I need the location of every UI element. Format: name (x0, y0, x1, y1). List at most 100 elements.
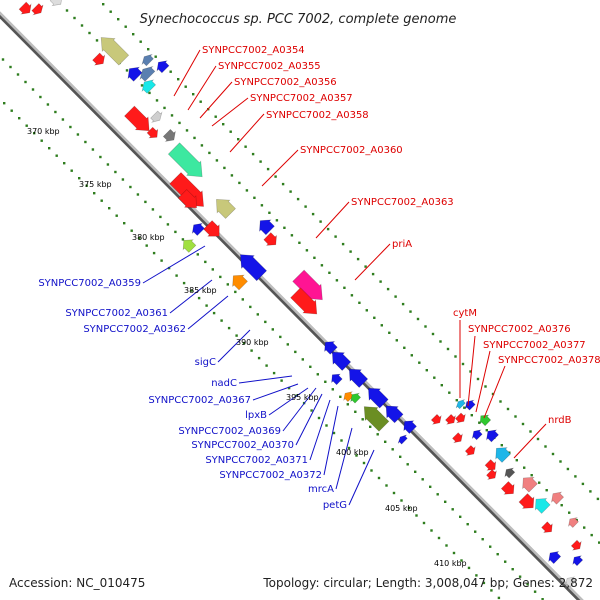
gene-label-a0363[interactable]: SYNPCC7002_A0363 (351, 197, 454, 208)
gene-feature-arrow[interactable] (259, 219, 275, 236)
gene-feature-arrow[interactable] (127, 66, 143, 82)
gene-feature-arrow[interactable] (486, 469, 497, 480)
gene-feature-arrow[interactable] (385, 405, 404, 424)
gene-feature-arrow[interactable] (240, 254, 268, 282)
gene-feature-arrow[interactable] (570, 539, 582, 551)
gene-feature-arrow[interactable] (551, 491, 565, 505)
gene-feature-arrow[interactable] (464, 399, 476, 411)
gene-label-a0376[interactable]: SYNPCC7002_A0376 (468, 324, 571, 335)
track-tick (343, 286, 346, 289)
track-tick (506, 407, 510, 411)
gene-feature-arrow[interactable] (150, 110, 163, 123)
gene-feature-arrow[interactable] (324, 341, 338, 355)
gene-label-a0378[interactable]: SYNPCC7002_A0378 (498, 355, 600, 366)
gene-feature-arrow[interactable] (139, 65, 156, 82)
gene-feature-arrow[interactable] (452, 432, 463, 444)
gene-feature-arrow[interactable] (146, 126, 159, 139)
gene-feature-arrow[interactable] (568, 517, 579, 528)
gene-feature-arrow[interactable] (162, 128, 176, 142)
gene-label-a0367[interactable]: SYNPCC7002_A0367 (148, 395, 251, 406)
gene-feature-arrow[interactable] (177, 189, 197, 209)
gene-feature-arrow[interactable] (141, 53, 154, 67)
gene-label-a0372[interactable]: SYNPCC7002_A0372 (219, 470, 322, 481)
gene-feature-arrow[interactable] (397, 434, 408, 445)
gene-feature-arrow[interactable] (518, 493, 535, 509)
gene-feature-arrow[interactable] (455, 399, 466, 410)
gene-feature-arrow[interactable] (263, 232, 277, 246)
gene-feature-arrow[interactable] (486, 429, 499, 443)
gene-label-a0362[interactable]: SYNPCC7002_A0362 (83, 324, 186, 335)
gene-feature-arrow[interactable] (479, 414, 492, 427)
gene-label-nadc[interactable]: nadC (211, 378, 237, 389)
gene-label-petg[interactable]: petG (323, 500, 347, 511)
gene-feature-arrow[interactable] (216, 199, 236, 219)
gene-label-a0357[interactable]: SYNPCC7002_A0357 (250, 93, 353, 104)
gene-feature-arrow[interactable] (18, 1, 32, 15)
track-tick (445, 544, 448, 547)
gene-label-a0377[interactable]: SYNPCC7002_A0377 (483, 340, 586, 351)
gene-label-a0358[interactable]: SYNPCC7002_A0358 (266, 110, 369, 121)
gene-label-a0354[interactable]: SYNPCC7002_A0354 (202, 45, 305, 56)
gene-label-a0356[interactable]: SYNPCC7002_A0356 (234, 77, 337, 88)
gene-label-nrdb[interactable]: nrdB (548, 415, 572, 426)
gene-feature-arrow[interactable] (471, 429, 483, 441)
gene-feature-arrow[interactable] (232, 274, 248, 291)
gene-label-a0359[interactable]: SYNPCC7002_A0359 (38, 278, 141, 289)
gene-label-a0369[interactable]: SYNPCC7002_A0369 (178, 426, 281, 437)
gene-feature-arrow[interactable] (31, 3, 44, 16)
gene-label-mrca[interactable]: mrcA (308, 484, 334, 495)
gene-feature-arrow[interactable] (500, 481, 515, 495)
track-tick (169, 70, 172, 73)
gene-label-a0361[interactable]: SYNPCC7002_A0361 (65, 308, 168, 319)
gene-feature-arrow[interactable] (124, 105, 150, 132)
track-tick (301, 358, 304, 361)
gene-feature-arrow[interactable] (565, 576, 577, 588)
gene-feature-arrow[interactable] (484, 459, 497, 471)
gene-label-sigc[interactable]: sigC (195, 357, 216, 368)
track-tick (566, 467, 570, 471)
gene-label-a0371[interactable]: SYNPCC7002_A0371 (205, 455, 308, 466)
gene-label-a0355[interactable]: SYNPCC7002_A0355 (218, 61, 321, 72)
gene-feature-arrow[interactable] (331, 351, 352, 371)
gene-feature-arrow[interactable] (522, 476, 538, 493)
gene-feature-arrow[interactable] (403, 420, 417, 434)
gene-feature-arrow[interactable] (541, 521, 553, 533)
leader-line (252, 383, 299, 401)
gene-feature-arrow[interactable] (454, 412, 466, 424)
gene-feature-arrow[interactable] (49, 0, 62, 7)
track-tick (144, 200, 147, 204)
gene-feature-arrow[interactable] (363, 406, 390, 432)
gene-feature-arrow[interactable] (534, 498, 551, 514)
gene-label-pria[interactable]: priA (392, 239, 412, 250)
gene-feature-arrow[interactable] (495, 447, 511, 463)
gene-feature-arrow[interactable] (203, 220, 220, 237)
gene-label-cytm[interactable]: cytM (453, 308, 477, 319)
gene-feature-arrow[interactable] (572, 555, 584, 567)
gene-feature-arrow[interactable] (350, 392, 362, 404)
gene-feature-arrow[interactable] (331, 373, 343, 386)
gene-label-a0370[interactable]: SYNPCC7002_A0370 (191, 440, 294, 451)
gene-feature-arrow[interactable] (504, 467, 516, 479)
gene-feature-arrow[interactable] (100, 37, 130, 66)
track-tick (430, 529, 433, 532)
gene-label-lpxb[interactable]: lpxB (245, 410, 267, 421)
track-tick (518, 575, 522, 578)
gene-feature-arrow[interactable] (290, 287, 318, 315)
gene-feature-arrow[interactable] (464, 445, 476, 456)
gene-feature-arrow[interactable] (348, 368, 369, 388)
track-tick (167, 266, 171, 270)
gene-feature-arrow[interactable] (368, 387, 389, 409)
gene-feature-arrow[interactable] (191, 222, 205, 236)
track-tick (100, 199, 103, 202)
gene-label-a0360[interactable]: SYNPCC7002_A0360 (300, 145, 403, 156)
track-tick (265, 364, 268, 367)
gene-feature-arrow[interactable] (167, 142, 203, 178)
gene-feature-arrow[interactable] (156, 60, 170, 74)
gene-feature-arrow[interactable] (141, 79, 157, 94)
gene-feature-arrow[interactable] (92, 52, 106, 66)
gene-feature-arrow[interactable] (430, 413, 442, 425)
gene-feature-arrow[interactable] (182, 239, 197, 253)
gene-feature-arrow[interactable] (548, 551, 562, 565)
gene-feature-arrow[interactable] (445, 413, 456, 425)
track-tick (583, 526, 586, 529)
